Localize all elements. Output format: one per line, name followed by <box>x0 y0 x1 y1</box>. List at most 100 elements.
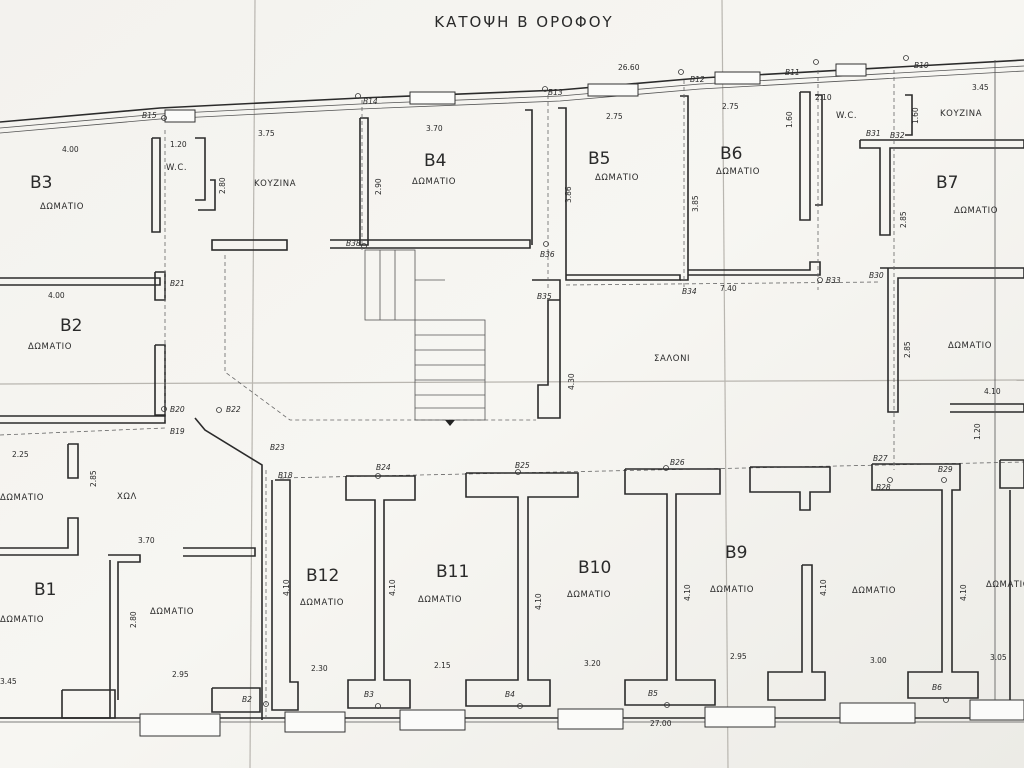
column-label: Β23 <box>270 443 285 452</box>
column-label: Β5 <box>648 689 658 698</box>
room-name: ΔΩΜΑΤΙΟ <box>0 493 44 503</box>
dimension-label: 3.05 <box>990 653 1007 662</box>
dimension-label: 2.95 <box>730 652 747 661</box>
room-code: B11 <box>436 562 469 582</box>
room-code: B1 <box>34 580 56 600</box>
column-label: Β3 <box>364 690 374 699</box>
dimension-label: 3.75 <box>258 129 275 138</box>
room-name: ΔΩΜΑΤΙΟ <box>150 607 194 617</box>
room-name: ΧΩΛ <box>117 492 137 502</box>
room-code: B6 <box>720 144 742 164</box>
column-markers <box>161 55 949 709</box>
dimension-label: 3.70 <box>426 124 443 133</box>
column-label: Β32 <box>890 131 905 140</box>
dimension-label: 2.30 <box>311 664 328 673</box>
dimension-label: 3.45 <box>0 677 17 686</box>
column-label: Β38 <box>346 239 361 248</box>
column-label: Β22 <box>226 405 241 414</box>
dimension-labels: 26.60 4.00 1.20 3.75 2.80 2.90 3.70 3.86… <box>0 63 1007 728</box>
column-label: Β19 <box>170 427 185 436</box>
dimension-label: 2.85 <box>903 341 912 358</box>
north-windows <box>164 63 867 123</box>
south-windows <box>139 699 1024 737</box>
column-label: Β26 <box>670 458 685 467</box>
column-label: Β28 <box>876 483 891 492</box>
dimension-label: 2.85 <box>899 211 908 228</box>
room-name: ΔΩΜΑΤΙΟ <box>710 585 754 595</box>
room-name: ΔΩΜΑΤΙΟ <box>948 341 992 351</box>
dimension-label: 4.00 <box>62 145 79 154</box>
room-name: ΔΩΜΑΤΙΟ <box>595 173 639 183</box>
dimension-label: 2.80 <box>129 611 138 628</box>
room-code: B3 <box>30 173 52 193</box>
dimension-label: 2.10 <box>815 93 832 102</box>
dimension-label: 4.00 <box>48 291 65 300</box>
column-label: Β30 <box>869 271 884 280</box>
dimension-label: 2.75 <box>722 102 739 111</box>
column-label: Β15 <box>142 111 157 120</box>
room-name: ΔΩΜΑΤΙΟ <box>852 586 896 596</box>
room-code: B12 <box>306 566 339 586</box>
column-label: Β18 <box>278 471 293 480</box>
plan-title: ΚΑΤΟΨΗ Β ΟΡΟΦΟΥ <box>434 13 613 31</box>
column-label: Β36 <box>540 250 555 259</box>
room-code: B2 <box>60 316 82 336</box>
column-label: Β35 <box>537 292 552 301</box>
column-label: Β4 <box>505 690 515 699</box>
column-label: Β27 <box>873 454 888 463</box>
column-label: Β24 <box>376 463 391 472</box>
room-name: ΔΩΜΑΤΙΟ <box>418 595 462 605</box>
dimension-label: 4.10 <box>819 579 828 596</box>
dimension-label: 4.10 <box>984 387 1001 396</box>
dimension-label: 4.10 <box>388 579 397 596</box>
dimension-label: 3.00 <box>870 656 887 665</box>
column-label: Β12 <box>690 75 705 84</box>
room-code: B7 <box>936 173 958 193</box>
dimension-label: 2.25 <box>12 450 29 459</box>
column-label: Β31 <box>866 129 881 138</box>
dimension-label: 3.45 <box>972 83 989 92</box>
dimension-label: 2.95 <box>172 670 189 679</box>
dimension-label: 3.20 <box>584 659 601 668</box>
south-piers <box>271 459 1024 711</box>
room-name: ΔΩΜΑΤΙΟ <box>40 202 84 212</box>
dimension-label: 3.85 <box>691 195 700 212</box>
room-name: ΣΑΛΟΝΙ <box>654 354 690 364</box>
dimension-label: 27.00 <box>650 719 672 728</box>
room-name: ΔΩΜΑΤΙΟ <box>0 615 44 625</box>
room-code: B10 <box>578 558 611 578</box>
dimension-label: 2.15 <box>434 661 451 670</box>
dimension-label: 1.20 <box>973 423 982 440</box>
column-label: Β14 <box>363 97 378 106</box>
room-name: ΔΩΜΑΤΙΟ <box>954 206 998 216</box>
room-name: W.C. <box>836 111 857 121</box>
dimension-label: 4.10 <box>282 579 291 596</box>
dimension-label: 1.60 <box>785 111 794 128</box>
dimension-label: 2.85 <box>89 470 98 487</box>
column-label: Β33 <box>826 276 841 285</box>
room-code: B9 <box>725 543 747 563</box>
room-name: ΚΟΥΖΙΝΑ <box>254 179 296 189</box>
column-label: Β11 <box>785 68 800 77</box>
dimension-label: 4.10 <box>534 593 543 610</box>
dimension-label: 4.10 <box>959 584 968 601</box>
dimension-label: 2.75 <box>606 112 623 121</box>
room-name: ΔΩΜΑΤΙΟ <box>28 342 72 352</box>
column-labels: Β15 Β14 Β13 Β12 Β11 Β10 Β31 Β32 Β38 Β36 … <box>142 61 953 704</box>
column-label: Β29 <box>938 465 953 474</box>
room-name: ΔΩΜΑΤΙΟ <box>300 598 344 608</box>
room-name: ΔΩΜΑΤΙΟ <box>412 177 456 187</box>
dimension-label: 1.60 <box>911 107 920 124</box>
interior-walls <box>0 60 1024 720</box>
room-codes: B3 B2 B1 B4 B5 B6 B7 B12 B11 B10 B9 <box>30 144 958 600</box>
column-label: Β2 <box>242 695 252 704</box>
room-names: ΔΩΜΑΤΙΟ ΔΩΜΑΤΙΟ ΔΩΜΑΤΙΟ ΔΩΜΑΤΙΟ ΔΩΜΑΤΙΟ … <box>0 109 1024 625</box>
column-label: Β10 <box>914 61 929 70</box>
dimension-label: 4.30 <box>567 373 576 390</box>
column-label: Β21 <box>170 279 185 288</box>
column-label: Β25 <box>515 461 530 470</box>
room-name: ΔΩΜΑΤΙΟ <box>716 167 760 177</box>
